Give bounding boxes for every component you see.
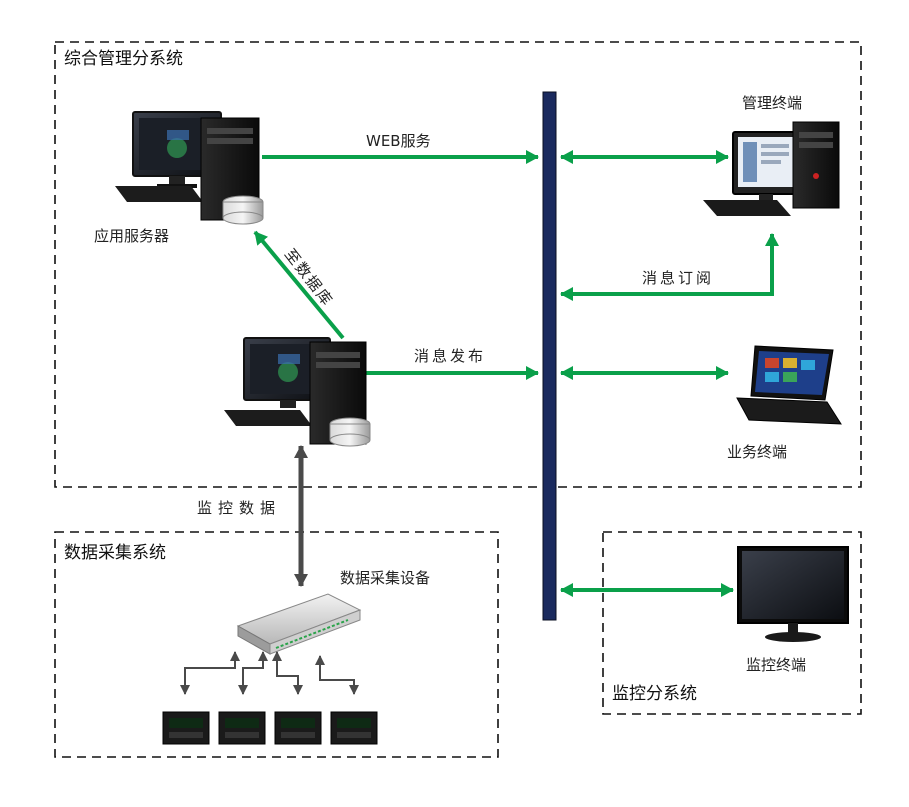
monitor-icon [737,546,849,642]
desktop-computer-icon [224,337,371,447]
desktop-computer-icon [703,121,840,216]
sensor-meter-icon [162,711,210,745]
sensor-meter-icon [218,711,266,745]
management-subsystem-border [54,41,862,488]
publish-label: 消息发布 [414,347,487,365]
collector-label: 数据采集设备 [340,569,431,587]
monitoring-subsystem-title: 监控分系统 [612,684,697,704]
sensor-meter-icon [330,711,378,745]
sensor-wiring [180,651,359,695]
desktop-computer-icon [115,111,264,225]
to-database-label: 至数据库 [281,245,337,310]
monitor-terminal-label: 监控终端 [746,656,807,674]
business-terminal-label: 业务终端 [727,443,788,461]
sensor-meter-icon [274,711,322,745]
to-database-arrow [253,230,345,340]
mgmt-terminal-label: 管理终端 [742,94,803,112]
data-collector-icon [236,593,362,655]
monitor-data-label: 监控数据 [197,499,282,517]
laptop-icon [736,345,842,425]
collection-subsystem-title: 数据采集系统 [64,543,166,563]
app-server-label: 应用服务器 [94,227,170,245]
monitoring-subsystem-border [602,531,862,715]
message-bus [542,91,557,621]
management-subsystem-title: 综合管理分系统 [64,49,183,69]
web-service-label: WEB服务 [366,132,431,150]
subscribe-arrow [560,233,779,301]
subscribe-label: 消息订阅 [642,269,715,287]
collection-subsystem-border [54,531,499,758]
